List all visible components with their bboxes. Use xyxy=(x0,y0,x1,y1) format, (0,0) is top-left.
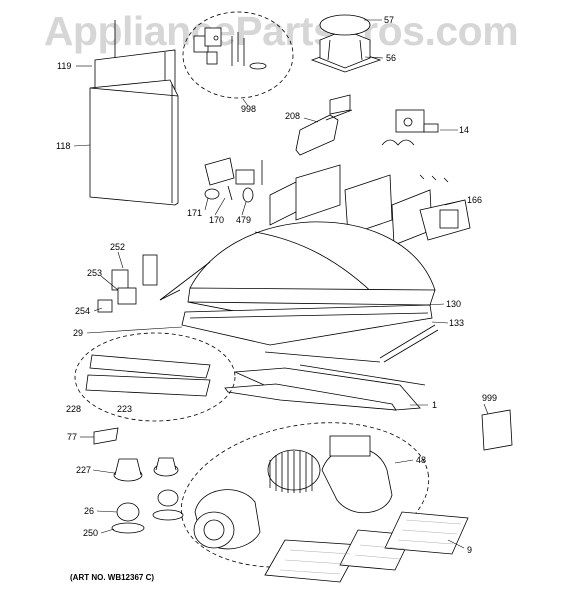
callout-9: 9 xyxy=(467,545,473,555)
callout-29: 29 xyxy=(73,328,84,338)
callout-228: 228 xyxy=(66,404,82,414)
hood-canopy xyxy=(159,221,436,346)
small-parts-171-170-479 xyxy=(204,185,254,203)
callout-26: 26 xyxy=(84,506,95,516)
callout-223: 223 xyxy=(117,404,133,414)
bulb-parts xyxy=(111,457,184,534)
callout-227: 227 xyxy=(76,465,92,475)
callout-14: 14 xyxy=(459,125,470,135)
callout-999: 999 xyxy=(482,393,498,403)
hardware-kit-circle xyxy=(182,11,294,99)
damper-assembly xyxy=(310,14,382,73)
leader-lines xyxy=(73,19,489,549)
grease-filter-1 xyxy=(224,367,421,411)
callout-208: 208 xyxy=(285,111,301,121)
chimney-lower-cover xyxy=(89,20,179,206)
callout-250: 250 xyxy=(83,528,99,538)
callout-119: 119 xyxy=(57,61,72,71)
callout-166: 166 xyxy=(467,195,483,205)
callout-48: 48 xyxy=(416,455,427,465)
callout-133: 133 xyxy=(449,318,465,328)
lamp-socket-part xyxy=(381,109,439,146)
mounting-brackets xyxy=(204,157,433,246)
art-number-label: (ART NO. WB12367 C) xyxy=(70,573,155,582)
callout-56: 56 xyxy=(386,53,397,63)
callout-77: 77 xyxy=(67,432,78,442)
hood-trim xyxy=(379,324,439,363)
callout-171: 171 xyxy=(187,208,203,218)
callout-130: 130 xyxy=(446,299,462,309)
callout-479: 479 xyxy=(236,215,252,225)
callout-254: 254 xyxy=(75,306,91,316)
rails xyxy=(264,351,426,386)
charcoal-filters xyxy=(264,511,469,583)
callout-998: 998 xyxy=(241,104,257,114)
part-999-card xyxy=(481,409,513,451)
callout-57: 57 xyxy=(384,15,395,25)
light-kit-circle xyxy=(74,332,236,422)
light-switch-parts xyxy=(97,254,158,313)
callout-118: 118 xyxy=(56,141,71,151)
callout-170: 170 xyxy=(209,215,225,225)
part-77 xyxy=(93,427,119,445)
control-board-part xyxy=(419,174,471,241)
callout-253: 253 xyxy=(87,268,103,278)
transformer-part xyxy=(295,94,353,156)
callout-1: 1 xyxy=(432,400,438,410)
blower-assembly-circle xyxy=(180,422,430,568)
callout-252: 252 xyxy=(110,242,126,252)
